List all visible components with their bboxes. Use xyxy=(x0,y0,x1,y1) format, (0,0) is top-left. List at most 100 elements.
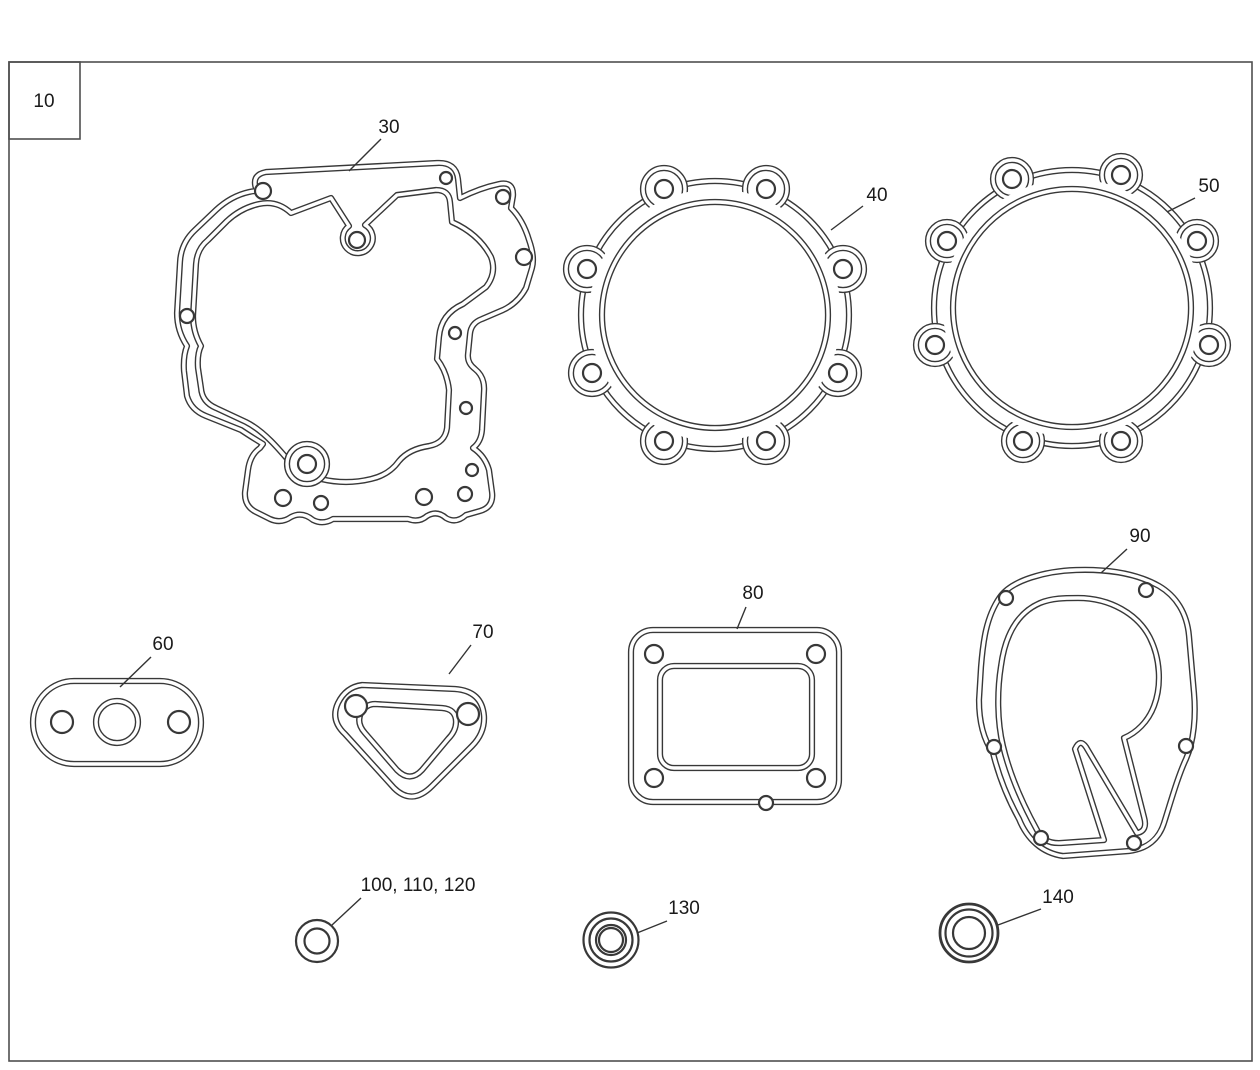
sheet-number-label: 10 xyxy=(33,91,54,112)
sheet-number-box: 10 xyxy=(8,61,81,140)
bolt-hole xyxy=(253,181,273,201)
bolt-hole xyxy=(166,709,192,735)
gasket-outline-inner-line xyxy=(175,161,535,524)
center-opening-line xyxy=(94,699,140,745)
bolt-hole xyxy=(805,643,827,665)
gasket-inner-opening-line xyxy=(191,188,495,484)
gasket-outline-line xyxy=(977,568,1197,858)
callout-leader-100 xyxy=(331,897,362,926)
callout-label-80: 80 xyxy=(742,583,763,604)
bolt-hole xyxy=(827,362,849,384)
seal-mid xyxy=(588,917,634,963)
bolt-hole xyxy=(653,430,675,452)
callout-leader-80 xyxy=(736,606,747,630)
bolt-hole xyxy=(455,701,481,727)
gasket-outline-line xyxy=(579,179,851,451)
oring-outer xyxy=(294,918,340,964)
gasket-outline xyxy=(975,566,1198,860)
bolt-hole xyxy=(576,258,598,280)
bolt-hole xyxy=(447,325,463,341)
bolt-hole xyxy=(494,188,512,206)
seal-outer xyxy=(938,902,1000,964)
bolt-hole xyxy=(1125,834,1143,852)
bolt-hole xyxy=(653,178,675,200)
bolt-hole xyxy=(755,430,777,452)
bolt-hole xyxy=(643,643,665,665)
part-100-110-120-oring: 100, 110, 120 xyxy=(294,875,476,964)
bolt-hole xyxy=(755,178,777,200)
bolt-hole xyxy=(1186,230,1208,252)
seal-inner xyxy=(951,915,987,951)
bolt-hole xyxy=(464,462,480,478)
erase-mask xyxy=(589,189,841,441)
part-40-round-flange-gasket: 40 xyxy=(562,164,888,466)
gasket-outline-line xyxy=(333,683,486,799)
gasket-inner-opening xyxy=(656,662,816,772)
callout-leader-50 xyxy=(1166,197,1196,213)
bolt-hole xyxy=(1198,334,1220,356)
part-60-oval-flange-gasket: 60 xyxy=(29,634,205,768)
erase-mask xyxy=(943,179,1201,437)
bolt-hole xyxy=(832,258,854,280)
alignment-tab xyxy=(757,794,775,812)
callout-label-70: 70 xyxy=(472,622,493,643)
sheet-number-border xyxy=(8,61,81,140)
bolt-hole xyxy=(458,400,474,416)
part-90-water-pump-gasket: 90 xyxy=(975,526,1198,860)
crank-boss-ring-line xyxy=(285,442,329,486)
callout-leader-140 xyxy=(997,908,1042,926)
oring-inner xyxy=(303,927,331,955)
seal-inner xyxy=(594,923,628,957)
gasket-inner-opening-line xyxy=(996,596,1161,845)
callout-leader-130 xyxy=(636,920,668,934)
callout-leader-70 xyxy=(448,644,472,675)
bolt-hole xyxy=(1110,164,1132,186)
bolt-hole xyxy=(343,693,369,719)
callout-label-60: 60 xyxy=(152,634,173,655)
seal-mid xyxy=(944,908,994,958)
callout-leader-40 xyxy=(830,205,864,231)
part-30-timing-cover-gasket: 30 xyxy=(173,117,537,526)
callout-label-90: 90 xyxy=(1129,526,1150,547)
callout-label-30: 30 xyxy=(378,117,399,138)
part-130-seal-ring: 130 xyxy=(582,898,700,969)
bolt-hole xyxy=(456,485,474,503)
gasket-inner-opening xyxy=(995,594,1163,847)
part-140-shaft-seal: 140 xyxy=(938,887,1074,964)
bolt-hole xyxy=(936,230,958,252)
idler-boss-hole xyxy=(347,230,367,250)
callout-label-40: 40 xyxy=(866,185,887,206)
gasket-inner-opening-line xyxy=(658,664,814,770)
bolt-hole xyxy=(924,334,946,356)
callout-leader-30 xyxy=(348,138,382,172)
callout-label-100: 100, 110, 120 xyxy=(361,875,476,896)
seal-outer xyxy=(582,911,640,969)
part-70-pump-triangle-gasket: 70 xyxy=(332,622,494,800)
bolt-hole xyxy=(273,488,293,508)
bolt-hole xyxy=(805,767,827,789)
gasket-inner-opening-line xyxy=(600,200,830,430)
bolt-hole xyxy=(643,767,665,789)
bolt-hole xyxy=(581,362,603,384)
gasket-outline-line xyxy=(31,679,203,766)
bolt-hole xyxy=(1137,581,1155,599)
drawing-frame xyxy=(8,61,1253,1062)
gasket-outline-line xyxy=(932,168,1212,448)
bolt-hole xyxy=(1177,737,1195,755)
crank-boss-hole xyxy=(296,453,318,475)
bolt-hole xyxy=(997,589,1015,607)
callout-label-130: 130 xyxy=(668,898,700,919)
callout-label-140: 140 xyxy=(1042,887,1074,908)
callout-leader-60 xyxy=(119,656,152,688)
bolt-hole xyxy=(49,709,75,735)
callout-leader-90 xyxy=(1100,548,1128,574)
bolt-hole xyxy=(1001,168,1023,190)
bolt-hole xyxy=(1110,430,1132,452)
seal-bore xyxy=(597,926,625,954)
bolt-hole xyxy=(312,494,330,512)
gasket-inner-opening-line xyxy=(951,187,1193,429)
bolt-hole xyxy=(985,738,1003,756)
bolt-hole xyxy=(1032,829,1050,847)
part-50-housing-ring-gasket: 50 xyxy=(912,152,1232,464)
